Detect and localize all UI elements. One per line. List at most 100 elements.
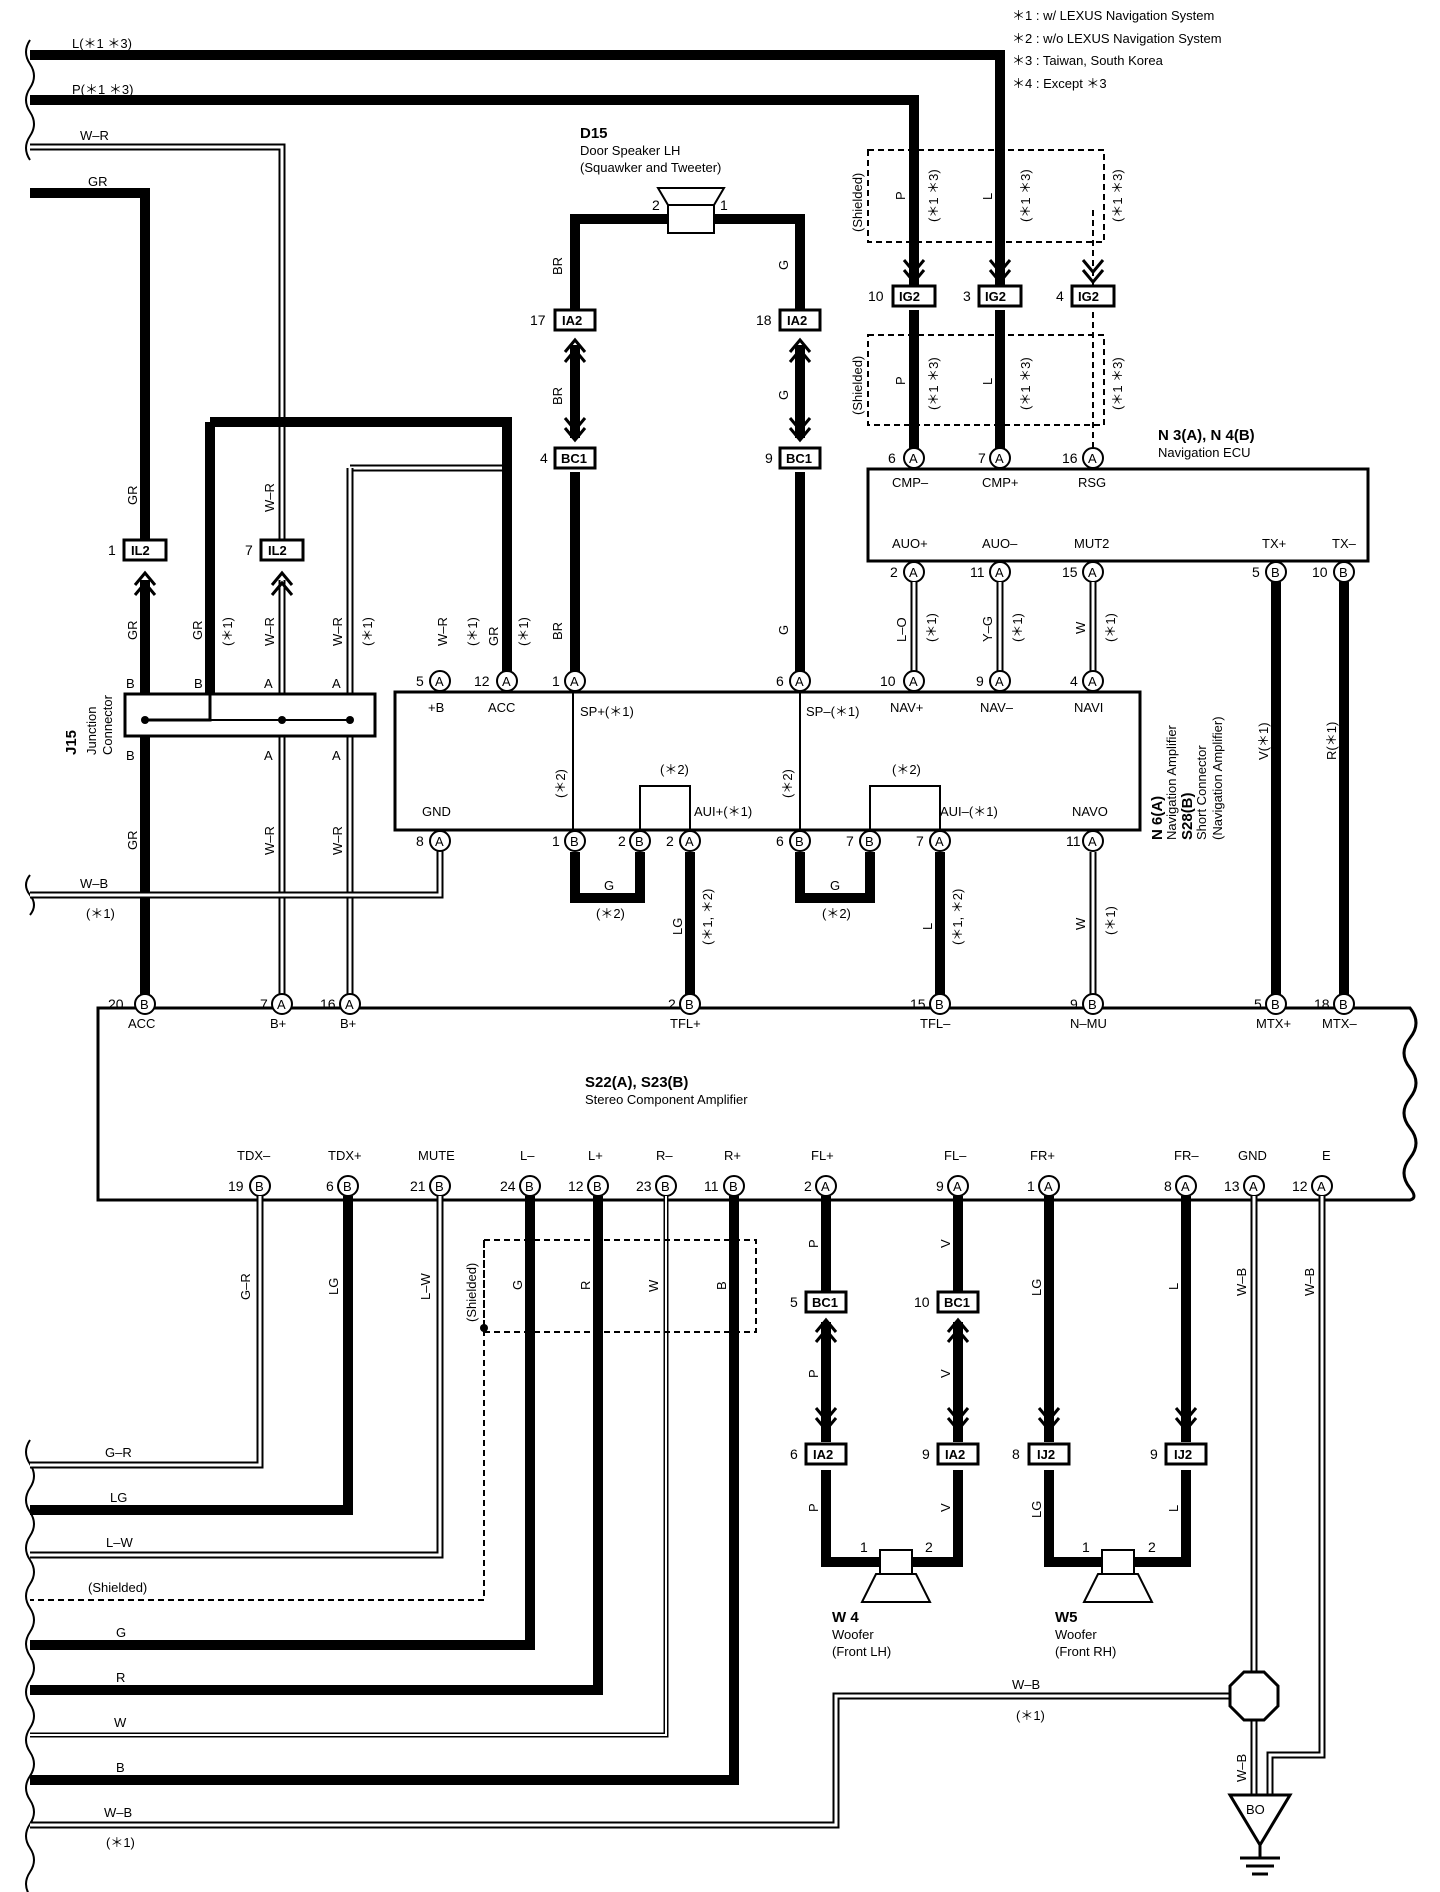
svg-text:A: A bbox=[277, 997, 286, 1012]
n6-pin-10: 10 bbox=[880, 673, 896, 689]
n6b-pin-8: 8 bbox=[416, 833, 424, 849]
svg-text:B: B bbox=[1088, 997, 1097, 1012]
wire-br-2: BR bbox=[550, 387, 565, 405]
wire-v-fl3: V bbox=[938, 1503, 953, 1512]
note-loop2: (＊2) bbox=[822, 906, 851, 921]
ia2-c-label: IA2 bbox=[813, 1447, 833, 1462]
ij2-a-label: IJ2 bbox=[1037, 1447, 1055, 1462]
bw-lg: LG bbox=[110, 1490, 127, 1505]
n6-note-2c: (＊2) bbox=[553, 769, 568, 798]
note-wb-1: (＊1) bbox=[86, 906, 115, 921]
note-yg: (＊1) bbox=[1010, 613, 1025, 642]
note-w-navi: (＊1) bbox=[1103, 613, 1118, 642]
n3-pin-6: 6 bbox=[888, 450, 896, 466]
note-rsg-a: (＊1 ＊3) bbox=[1110, 169, 1125, 222]
amp-pin-18: 18 bbox=[1314, 996, 1330, 1012]
d15-name1: Door Speaker LH bbox=[580, 143, 680, 158]
wire-p-fl3: P bbox=[806, 1503, 821, 1512]
amp-pin-2: 2 bbox=[668, 996, 676, 1012]
woofer-connectors: BC1 5 BC1 10 IA2 6 IA2 9 IJ2 8 IJ2 9 bbox=[790, 1290, 1208, 1466]
amp-pin-15: 15 bbox=[910, 996, 926, 1012]
door-speaker-lh: D15 Door Speaker LH (Squawker and Tweete… bbox=[580, 125, 728, 234]
notes-legend: ＊1 : w/ LEXUS Navigation System ＊2 : w/o… bbox=[1012, 8, 1222, 91]
n6-navi: NAVI bbox=[1074, 700, 1103, 715]
n3-pin-15: 15 bbox=[1062, 564, 1078, 580]
j15-name1: Junction bbox=[84, 707, 99, 755]
note-l-a: (＊1 ＊3) bbox=[1018, 169, 1033, 222]
ampb-pin-13: 13 bbox=[1224, 1178, 1240, 1194]
ampb-pin-9: 9 bbox=[936, 1178, 944, 1194]
n6b-pin-6: 6 bbox=[776, 833, 784, 849]
w5-name1: Woofer bbox=[1055, 1627, 1097, 1642]
n3-pin-2: 2 bbox=[890, 564, 898, 580]
ampb-pin-11: 11 bbox=[704, 1178, 719, 1194]
svg-text:B: B bbox=[865, 834, 874, 849]
svg-text:A: A bbox=[909, 451, 918, 466]
wire-l-tfl: L bbox=[920, 923, 935, 930]
svg-text:A: A bbox=[435, 674, 444, 689]
svg-text:B: B bbox=[635, 834, 644, 849]
wire-lg-fr2: LG bbox=[1029, 1501, 1044, 1518]
shielded-label-3: (Shielded) bbox=[464, 1263, 479, 1322]
svg-text:B: B bbox=[593, 1179, 602, 1194]
wire-p-a: P bbox=[893, 191, 908, 200]
stereo-component-amplifier: S22(A), S23(B) Stereo Component Amplifie… bbox=[96, 1006, 1418, 1202]
wire-g-1: G bbox=[776, 260, 791, 270]
bottom-left-wires bbox=[30, 1196, 739, 1785]
svg-text:A: A bbox=[435, 834, 444, 849]
note-l-tfl: (＊1, ＊2) bbox=[950, 889, 965, 945]
note-4: ＊4 : Except ＊3 bbox=[1012, 76, 1107, 91]
svg-text:B: B bbox=[685, 997, 694, 1012]
il2-b-label: IL2 bbox=[268, 543, 287, 558]
w4-name1: Woofer bbox=[832, 1627, 874, 1642]
svg-text:B: B bbox=[525, 1179, 534, 1194]
n6-sp-minus: SP–(＊1) bbox=[806, 704, 859, 719]
n6-pin-6: 6 bbox=[776, 673, 784, 689]
ampb-pin-8: 8 bbox=[1164, 1178, 1172, 1194]
n3-pin-10: 10 bbox=[1312, 564, 1328, 580]
bc1-c-label: BC1 bbox=[812, 1295, 838, 1310]
bc1-d-pin: 10 bbox=[914, 1294, 930, 1310]
ground-splice bbox=[1228, 1670, 1280, 1722]
svg-text:B: B bbox=[729, 1179, 738, 1194]
s22-name: Stereo Component Amplifier bbox=[585, 1092, 748, 1107]
wire-v-fl1: V bbox=[938, 1239, 953, 1248]
wire-v-fl2: V bbox=[938, 1369, 953, 1378]
svg-text:B: B bbox=[343, 1179, 352, 1194]
ij2-b-pin: 9 bbox=[1150, 1446, 1158, 1462]
bw-g: G bbox=[116, 1625, 126, 1640]
n3-pin-5: 5 bbox=[1252, 564, 1260, 580]
bc1-c-pin: 5 bbox=[790, 1294, 798, 1310]
wire-wb-e: W–B bbox=[1302, 1268, 1317, 1296]
n6-note-2d: (＊2) bbox=[780, 769, 795, 798]
ia2-top-connectors: IA2 17 IA2 18 bbox=[530, 308, 822, 443]
svg-text:A: A bbox=[1181, 1179, 1190, 1194]
bc1-a-pin: 4 bbox=[540, 450, 548, 466]
il2-b-pin: 7 bbox=[245, 542, 253, 558]
amp-mtx-minus: MTX– bbox=[1322, 1016, 1357, 1031]
ground-bo: BO bbox=[1227, 1793, 1293, 1876]
d15-pin2: 2 bbox=[652, 197, 660, 213]
wire-gr2: G–R bbox=[238, 1273, 253, 1300]
ampb-pin-1: 1 bbox=[1027, 1178, 1035, 1194]
wire-b-rplus: B bbox=[714, 1281, 729, 1290]
n6b-pin-2b: 2 bbox=[666, 833, 674, 849]
bc1-a-label: BC1 bbox=[561, 451, 587, 466]
amp-mtx-plus: MTX+ bbox=[1256, 1016, 1291, 1031]
bw-lw: L–W bbox=[106, 1535, 133, 1550]
amp-bplus2: B+ bbox=[340, 1016, 356, 1031]
ia2-a-pin: 17 bbox=[530, 312, 546, 328]
svg-text:A: A bbox=[909, 674, 918, 689]
bc1-d-label: BC1 bbox=[944, 1295, 970, 1310]
ig2-c-pin: 4 bbox=[1056, 288, 1064, 304]
wire-br-1: BR bbox=[550, 257, 565, 275]
wire-w-rminus: W bbox=[646, 1279, 661, 1292]
d15-pin1: 1 bbox=[720, 197, 728, 213]
ig2-area: (Shielded) (Shielded) P (＊1 ＊3) L (＊1 ＊3… bbox=[850, 149, 1125, 426]
left-edge-breaks bbox=[25, 39, 35, 1892]
bc1-b-pin: 9 bbox=[765, 450, 773, 466]
svg-text:B: B bbox=[255, 1179, 264, 1194]
amp-top-pin-numbers: 20 7 16 2 15 9 5 18 bbox=[108, 996, 1330, 1012]
amp-bplus1: B+ bbox=[270, 1016, 286, 1031]
